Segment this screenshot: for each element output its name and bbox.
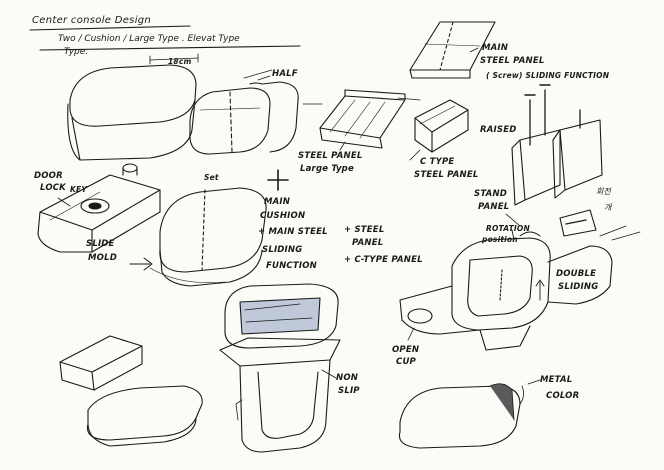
main-cushion-label-1: MAIN	[264, 197, 291, 207]
steel-panel-label-1: STEEL PANEL	[298, 151, 363, 161]
half-label: HALF	[272, 69, 298, 79]
steel-panel-large-sketch	[302, 89, 421, 149]
leader-slide-mold	[129, 257, 153, 271]
small-console-bottom-sketch	[86, 385, 203, 447]
rotation-arrow	[519, 231, 541, 237]
main-steel-panel-label-1: MAIN	[482, 43, 509, 53]
slide-mold-label-1: SLIDE	[86, 239, 115, 249]
leader-steel-large	[339, 141, 346, 151]
non-slip-label-1: NON	[336, 373, 359, 383]
stand-panel-label-1: STAND	[474, 189, 508, 199]
plus-c-type-label: + C-TYPE PANEL	[344, 255, 423, 265]
door-lock-label-3: KEY	[70, 185, 87, 194]
main-cushion-label-3: + MAIN STEEL	[258, 227, 328, 237]
door-lock-label-2: LOCK	[40, 183, 66, 193]
leader-main-steel	[469, 47, 479, 53]
korean-label-1: 회전	[596, 187, 611, 196]
main-steel-panel-sketch	[409, 21, 496, 79]
small-console-top-sketch	[59, 335, 143, 391]
plus-steel-label-1: + STEEL	[344, 225, 385, 235]
exploded-armrest-sketch	[219, 283, 341, 453]
stand-panel-label-2: PANEL	[478, 202, 510, 212]
leader-c-type	[409, 149, 421, 161]
raised-label: RAISED	[480, 125, 517, 135]
sheet-subtitle-2: Type.	[64, 47, 89, 57]
open-cup-label-1: OPEN	[392, 345, 420, 355]
sheet-title: Center console Design	[32, 15, 152, 26]
metal-color-label-1: METAL	[540, 375, 573, 385]
plus-symbol	[267, 169, 289, 191]
door-lock-console-sketch	[37, 163, 161, 253]
door-lock-label-1: DOOR	[34, 171, 63, 181]
leader-open-cup	[407, 327, 415, 341]
main-steel-panel-label-3: ( Screw) SLIDING FUNCTION	[486, 71, 610, 80]
leader-non-slip	[321, 369, 337, 379]
two-cushion-armrest-sketch	[67, 53, 199, 161]
double-sliding-label-1: DOUBLE	[556, 269, 597, 279]
steel-panel-label-2: Large Type	[300, 164, 354, 174]
sliding-arrows	[535, 279, 545, 301]
leader-metal	[527, 379, 541, 385]
c-type-panel-sketch	[414, 99, 469, 153]
metal-color-console-sketch	[398, 383, 524, 449]
main-cushion-sketch	[149, 187, 267, 287]
c-type-label-1: C TYPE	[420, 157, 455, 167]
half-cushions-sketch	[189, 69, 299, 155]
leader-half	[257, 75, 271, 81]
main-steel-panel-label-2: STEEL PANEL	[480, 56, 545, 66]
leader-stand	[505, 213, 521, 227]
korean-label-2: 개	[604, 203, 612, 212]
non-slip-label-2: SLIP	[338, 386, 360, 396]
raised-stand-panels-sketch	[511, 84, 603, 206]
set-label: Set	[204, 173, 219, 182]
sheet-subtitle: Two / Cushion / Large Type . Elevat Type	[58, 34, 240, 44]
main-cushion-label-2: CUSHION	[260, 211, 306, 221]
c-type-label-2: STEEL PANEL	[414, 170, 479, 180]
plus-steel-label-2: PANEL	[352, 238, 384, 248]
position-label: position	[482, 235, 518, 244]
main-cushion-label-4: SLIDING	[262, 245, 303, 255]
dimension-label: 18cm	[168, 57, 192, 66]
double-sliding-console-sketch	[399, 209, 641, 351]
main-cushion-label-5: FUNCTION	[266, 261, 317, 271]
open-cup-label-2: CUP	[396, 357, 416, 367]
double-sliding-label-2: SLIDING	[558, 282, 599, 292]
slide-mold-label-2: MOLD	[88, 253, 117, 263]
title-underline	[29, 25, 191, 31]
metal-color-label-2: COLOR	[546, 391, 580, 401]
rotation-label: ROTATION	[486, 224, 530, 233]
